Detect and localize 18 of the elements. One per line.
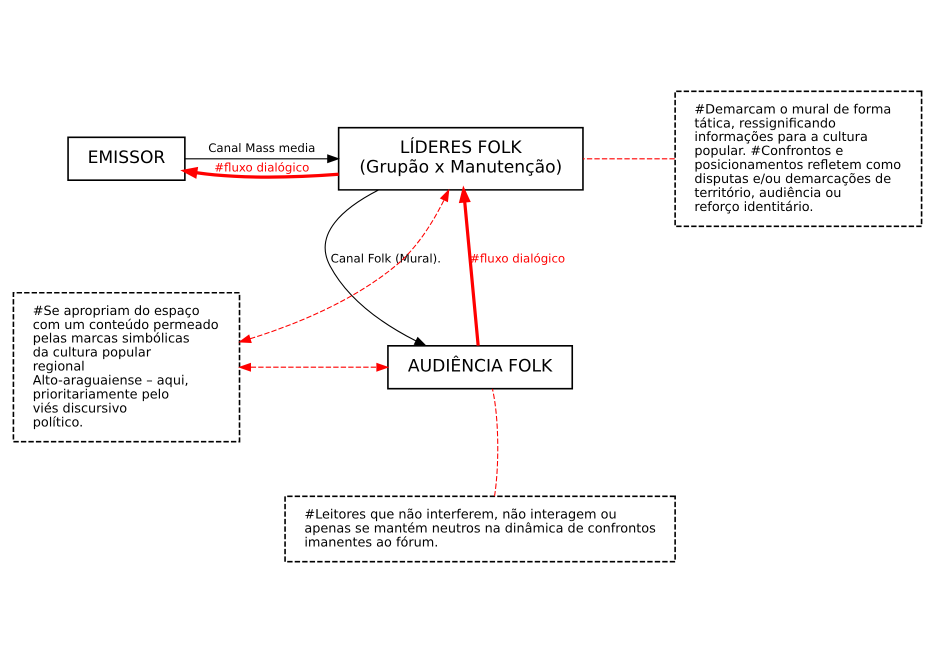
arrow — [458, 184, 480, 346]
arrow — [184, 154, 340, 163]
node-box: #Leitores que não interferem, não interagem ou apenas se mantém neutros na dinâmica de confrontos imanentes ao fórum. — [284, 495, 676, 562]
arrow — [324, 188, 427, 346]
edge-label: Canal Folk (Mural). — [330, 251, 440, 266]
connector — [582, 158, 674, 159]
arrow — [238, 188, 449, 342]
arrow — [180, 166, 338, 178]
arrow — [238, 362, 389, 372]
node-box: #Se apropriam do espaço com um conteúdo permeado pelas marcas simbólicas da cultura popular regional Alto-araguaiense – aqui, prioritariamente pelo viés discursivo político. — [12, 291, 240, 442]
edge-label: Canal Mass media — [208, 140, 315, 155]
node-box: #Demarcam o mural de forma tática, ressignificando informações para a cultura popular. #Confrontos e posicionamentos refletem como disputas e/ou demarcações de território, audiência ou reforço identitário. — [674, 90, 922, 227]
edge-label: #fluxo dialógico — [214, 160, 309, 174]
connector — [491, 388, 498, 496]
node-box: AUDIÊNCIA FOLK — [386, 344, 573, 389]
node-box: EMISSOR — [66, 136, 186, 181]
node-box: LÍDERES FOLK (Grupão x Manutenção) — [337, 126, 584, 190]
edge-label: #fluxo dialógico — [470, 251, 565, 266]
